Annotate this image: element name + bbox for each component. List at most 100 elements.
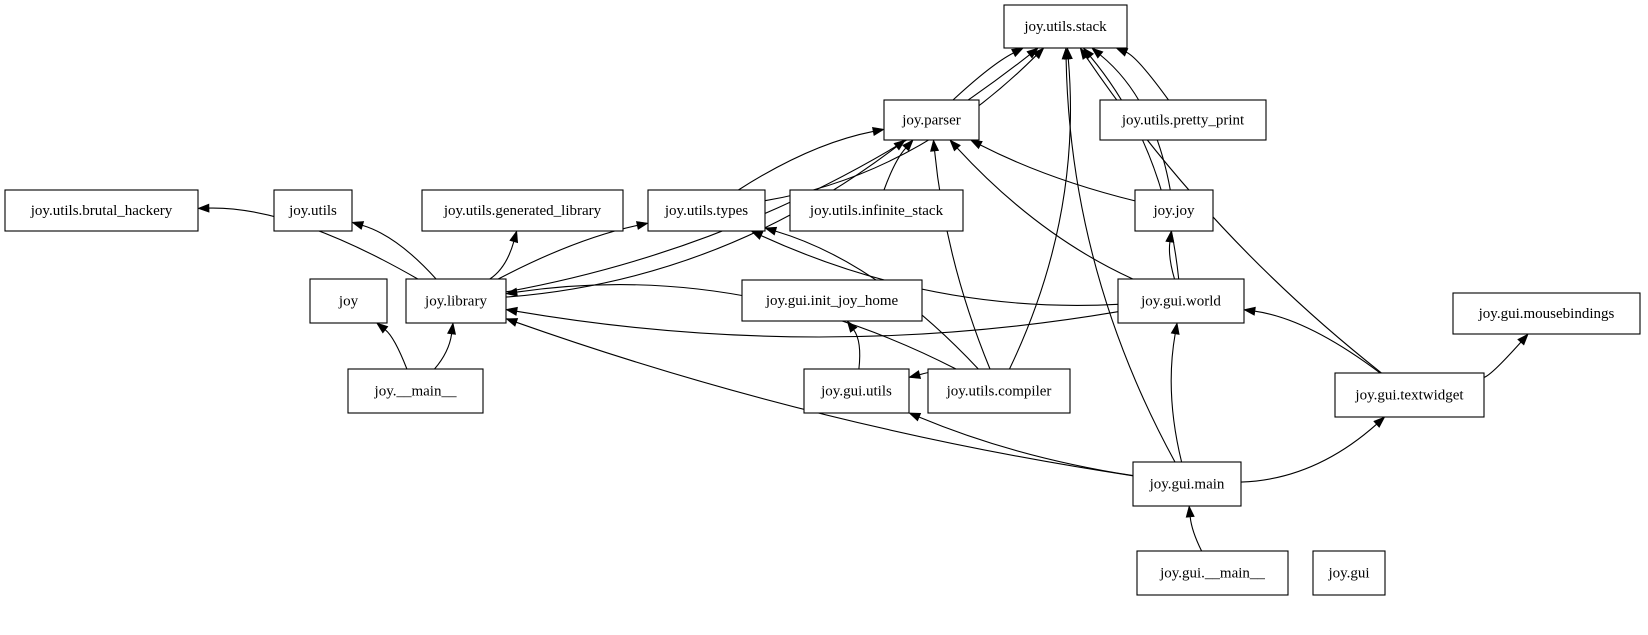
node-box[interactable]: [1452, 292, 1641, 335]
graph-edge: [1240, 423, 1377, 483]
graph-edge: [1089, 56, 1180, 280]
graph-node[interactable]: joy.utils.generated_library: [421, 189, 624, 232]
graph-node[interactable]: joy.gui.__main__: [1136, 550, 1289, 596]
graph-node[interactable]: joy.utils: [273, 189, 353, 232]
node-label: joy.utils.compiler: [946, 383, 1052, 399]
node-box[interactable]: [1136, 550, 1289, 596]
graph-node[interactable]: joy.gui.textwidget: [1334, 372, 1485, 418]
graph-node[interactable]: joy.gui.mousebindings: [1452, 292, 1641, 335]
node-label: joy.utils.brutal_hackery: [30, 203, 173, 219]
edge-arrowhead: [1061, 47, 1071, 60]
node-label: joy.gui.init_joy_home: [765, 293, 899, 309]
graph-node[interactable]: joy.parser: [883, 99, 980, 141]
graph-node[interactable]: joy.gui.main: [1132, 461, 1242, 507]
node-layer: joy.utils.stack joy.parser joy.utils.prett…: [4, 4, 1641, 596]
graph-edge: [1065, 58, 1176, 463]
edge-arrowhead: [509, 230, 519, 244]
node-box[interactable]: [309, 278, 388, 324]
node-box[interactable]: [4, 189, 199, 232]
edge-arrowhead: [1373, 416, 1386, 428]
node-label: joy.utils: [288, 203, 337, 219]
edge-arrowhead: [893, 139, 906, 151]
node-label: joy.parser: [901, 112, 961, 128]
graph-edge: [934, 150, 991, 370]
graph-node[interactable]: joy.utils.stack: [1003, 4, 1128, 49]
edge-arrowhead: [1091, 47, 1104, 59]
edge-arrowhead: [505, 318, 519, 327]
graph-node[interactable]: joy: [309, 278, 388, 324]
edge-arrowhead: [375, 322, 389, 334]
graph-node[interactable]: joy.gui.utils: [803, 368, 910, 414]
graph-edge: [1009, 58, 1072, 370]
graph-node[interactable]: joy.__main__: [347, 368, 484, 414]
node-label: joy.joy: [1152, 203, 1195, 219]
node-box[interactable]: [273, 189, 353, 232]
graph-edge: [1126, 51, 1169, 101]
node-box[interactable]: [741, 279, 923, 322]
graph-node[interactable]: joy.utils.infinite_stack: [789, 189, 964, 232]
node-box[interactable]: [647, 189, 766, 232]
graph-node[interactable]: joy.library: [405, 278, 507, 324]
node-box[interactable]: [1003, 4, 1128, 49]
graph-edge: [919, 372, 929, 376]
graph-node[interactable]: joy.utils.types: [647, 189, 766, 232]
edge-arrowhead: [197, 203, 210, 213]
edge-arrowhead: [764, 226, 778, 236]
graph-node[interactable]: joy.gui.init_joy_home: [741, 279, 923, 322]
edge-arrowhead: [902, 139, 914, 152]
edge-arrowhead: [908, 370, 922, 379]
edge-arrowhead: [1032, 47, 1045, 60]
node-box[interactable]: [1099, 99, 1267, 141]
graph-node[interactable]: joy.gui.world: [1117, 278, 1245, 324]
node-box[interactable]: [405, 278, 507, 324]
node-label: joy.gui.textwidget: [1354, 387, 1464, 403]
graph-edge: [1189, 516, 1203, 552]
graph-edge: [516, 284, 957, 370]
graph-node[interactable]: joy.joy: [1134, 189, 1214, 232]
edge-arrowhead: [1115, 47, 1129, 57]
edge-arrowhead: [1011, 47, 1024, 58]
node-box[interactable]: [883, 99, 980, 141]
graph-edge: [760, 235, 1119, 306]
graph-edge: [956, 147, 1134, 280]
edge-arrowhead: [635, 221, 649, 230]
node-box[interactable]: [1132, 461, 1242, 507]
edge-arrowhead: [351, 221, 365, 230]
graph-edge: [497, 224, 638, 280]
node-label: joy.utils.types: [664, 203, 748, 219]
edge-arrowhead: [505, 287, 518, 297]
graph-edge: [1168, 241, 1176, 280]
edge-arrowhead: [447, 322, 457, 335]
node-label: joy: [338, 293, 359, 309]
graph-node[interactable]: joy.utils.compiler: [927, 368, 1071, 414]
graph-edge: [883, 147, 907, 191]
node-label: joy.utils.pretty_print: [1121, 112, 1245, 128]
node-box[interactable]: [1134, 189, 1214, 232]
node-box[interactable]: [803, 368, 910, 414]
edge-arrowhead: [908, 412, 922, 422]
node-box[interactable]: [1334, 372, 1485, 418]
graph-edge: [1254, 310, 1381, 374]
graph-node[interactable]: joy.utils.pretty_print: [1099, 99, 1267, 141]
edge-arrowhead: [750, 230, 764, 240]
node-box[interactable]: [421, 189, 624, 232]
edge-arrowhead: [969, 139, 983, 150]
node-box[interactable]: [1312, 550, 1386, 596]
graph-node[interactable]: joy.utils.brutal_hackery: [4, 189, 199, 232]
graph-edge: [1483, 341, 1522, 378]
node-label: joy.gui.mousebindings: [1478, 306, 1615, 322]
node-label: joy.__main__: [374, 383, 457, 399]
graph-edge: [516, 310, 1119, 338]
graph-edge: [434, 333, 453, 370]
graph-node[interactable]: joy.gui: [1312, 550, 1386, 596]
graph-edge: [384, 329, 408, 370]
node-box[interactable]: [347, 368, 484, 414]
node-box[interactable]: [789, 189, 964, 232]
graph-edge: [505, 146, 897, 298]
node-box[interactable]: [927, 368, 1071, 414]
graph-edge: [489, 241, 515, 280]
graph-edge: [918, 416, 1134, 477]
node-box[interactable]: [1117, 278, 1245, 324]
graph-edge: [980, 144, 1136, 202]
